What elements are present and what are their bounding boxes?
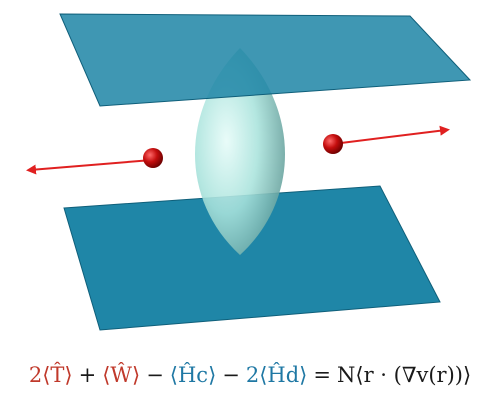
equals-sign: = [313,363,331,387]
left-sphere [143,148,163,168]
kinetic-term: 2⟨T̂⟩ [28,363,73,387]
plus-operator: + [78,363,97,387]
right-sphere [323,134,343,154]
left-force-arrow [26,159,153,175]
top-plate [59,13,472,107]
minus-operator-1: − [146,363,164,387]
hd-term: 2⟨Ĥd⟩ [245,363,308,387]
lens-shape [195,48,285,255]
right-force-arrow [332,125,450,145]
virial-theorem-diagram [26,13,472,331]
minus-operator-2: − [222,363,240,387]
hc-term: ⟨Ĥc⟩ [169,363,217,387]
virial-equation: 2⟨T̂⟩ + ⟨Ŵ⟩ − ⟨Ĥc⟩ − 2⟨Ĥd⟩ = N⟨r · (∇v(r… [0,352,500,398]
interaction-term: ⟨Ŵ⟩ [102,363,141,387]
rhs-term: N⟨r · (∇v(r))⟩ [337,363,472,387]
